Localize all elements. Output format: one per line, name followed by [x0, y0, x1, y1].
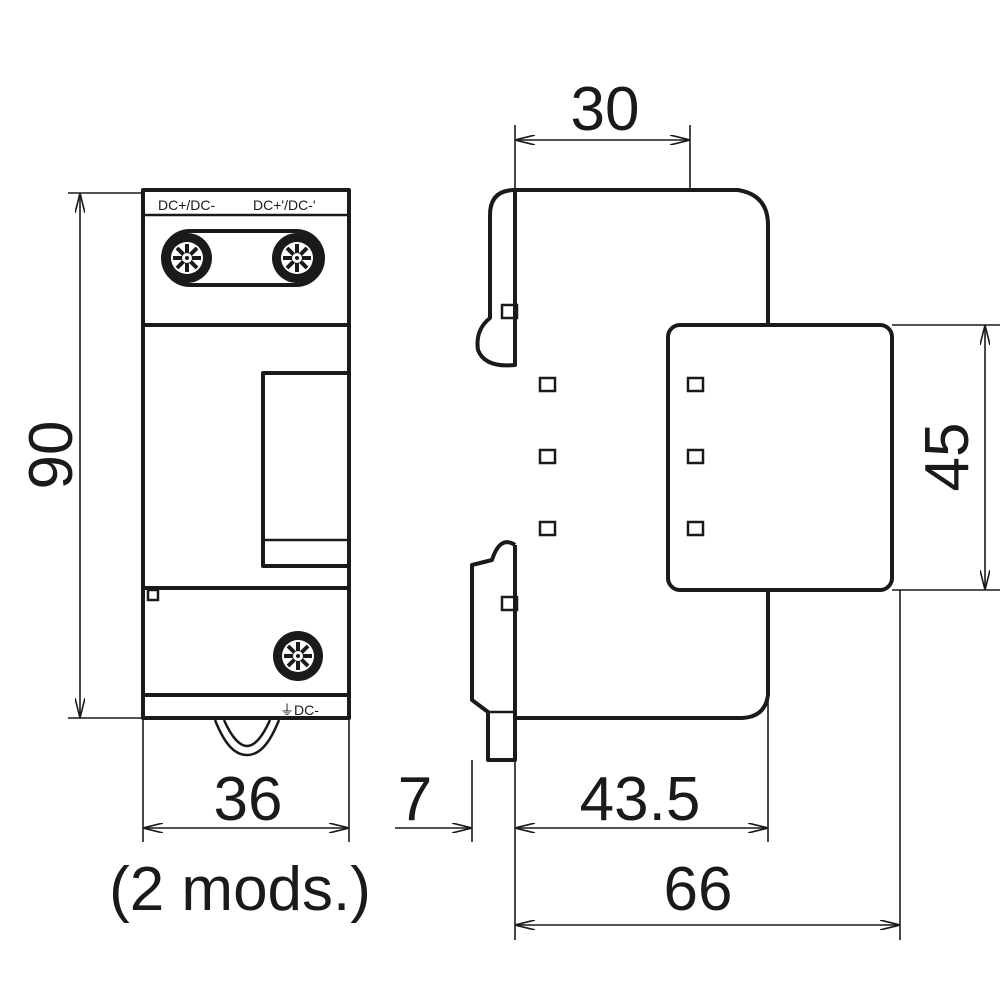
side-view	[470, 188, 894, 762]
terminal-label-left: DC+/DC-	[158, 197, 216, 213]
dim-modules: (2 mods.)	[109, 855, 371, 924]
dim-total-depth: 66	[664, 855, 733, 924]
dim-height: 90	[17, 421, 86, 490]
tab-icon	[146, 588, 160, 602]
dim-body-depth: 43.5	[580, 765, 701, 834]
terminal-label-bottom: ⏚DC-	[280, 702, 319, 718]
din-rail-clip	[470, 540, 517, 762]
dim-cover-height: 45	[913, 423, 982, 492]
terminal-label-right: DC+'/DC-'	[253, 197, 316, 213]
dim-top-depth: 30	[571, 75, 640, 144]
dim-width-front: 36	[214, 765, 283, 834]
side-body-outline	[513, 188, 770, 720]
cover-module	[666, 323, 894, 592]
din-clip	[213, 719, 281, 757]
terminal-screw-icon	[270, 231, 324, 285]
dim-rail-offset: 7	[398, 765, 432, 834]
vent-slots	[500, 303, 705, 612]
front-view: DC+/DC- DC+'/DC-' ⏚DC-	[141, 188, 351, 757]
dimension-lines	[68, 125, 1000, 940]
terminal-screw-icon	[160, 231, 214, 285]
terminal-screw-icon	[271, 629, 325, 683]
status-window	[261, 371, 351, 568]
top-clip	[475, 188, 517, 368]
